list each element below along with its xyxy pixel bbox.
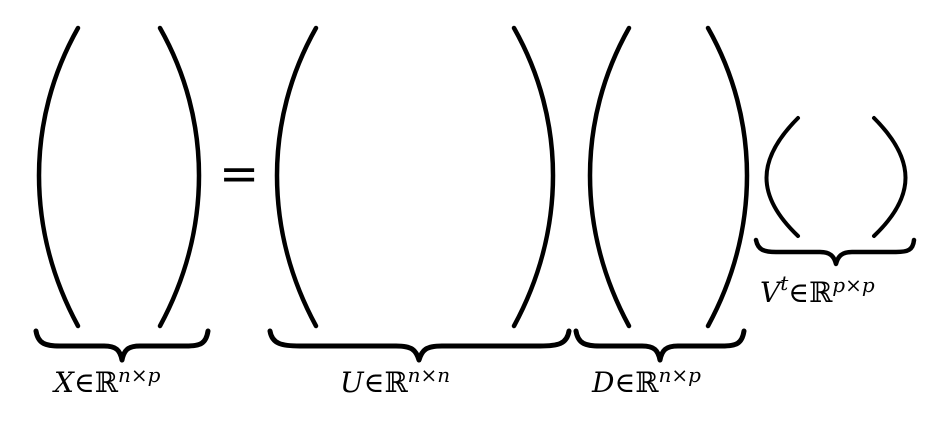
matrix-d-set: ∈ℝ <box>614 366 659 399</box>
matrix-x-symbol: X <box>52 366 75 399</box>
matrix-d-symbol: D <box>591 366 614 399</box>
matrix-d-left-paren <box>587 25 632 329</box>
matrix-u-left-paren <box>274 25 319 329</box>
matrix-u-label: U∈ℝn×n <box>340 363 450 399</box>
matrix-v: Vt∈ℝp×p <box>753 116 917 309</box>
matrix-x-underbrace <box>33 328 211 363</box>
matrix-v-left-paren <box>764 116 800 238</box>
matrix-v-underbrace <box>753 237 917 267</box>
matrix-u-right-paren <box>511 25 556 329</box>
matrix-u-exponent: n×n <box>408 363 451 387</box>
matrix-d-exponent: n×p <box>658 363 701 387</box>
matrix-u-set: ∈ℝ <box>364 366 409 399</box>
matrix-x-left-paren <box>36 25 81 329</box>
matrix-v-label: Vt∈ℝp×p <box>760 271 875 309</box>
matrix-d-underbrace <box>573 328 747 363</box>
matrix-x-right-paren <box>157 25 202 329</box>
matrix-v-transpose: t <box>780 271 789 295</box>
matrix-d-label: D∈ℝn×p <box>591 363 701 399</box>
matrix-u: U∈ℝn×n <box>267 25 572 399</box>
matrix-d-right-paren <box>705 25 750 329</box>
matrix-x-exponent: n×p <box>118 363 161 387</box>
matrix-v-set: ∈ℝ <box>788 276 833 309</box>
matrix-d: D∈ℝn×p <box>573 25 750 399</box>
matrix-v-symbol: V <box>760 276 783 309</box>
equals-sign: = <box>219 146 259 202</box>
matrix-v-right-paren <box>872 116 908 238</box>
matrix-x-set: ∈ℝ <box>74 366 119 399</box>
matrix-x-label: X∈ℝn×p <box>52 363 161 399</box>
matrix-v-exponent: p×p <box>832 273 875 297</box>
matrix-x: X∈ℝn×p <box>33 25 211 399</box>
matrix-u-underbrace <box>267 328 572 363</box>
matrix-u-symbol: U <box>340 366 365 399</box>
